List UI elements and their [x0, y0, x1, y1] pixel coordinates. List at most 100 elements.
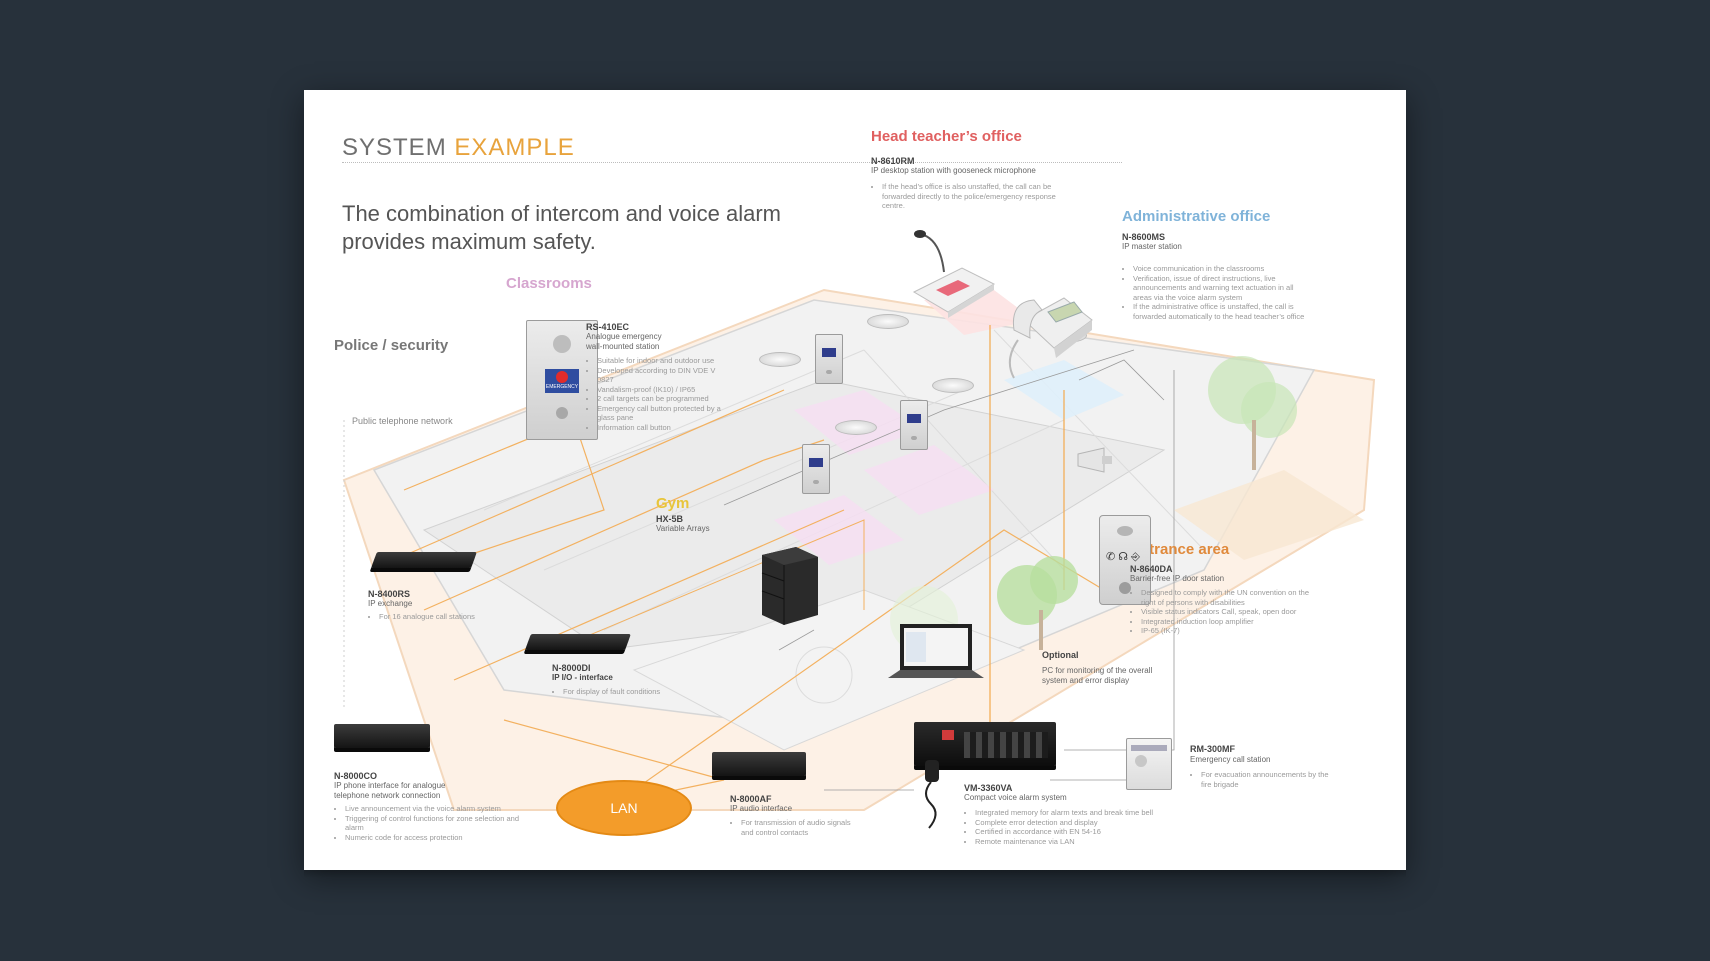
bullet: For 16 analogue call stations: [379, 612, 529, 622]
bullet: Triggering of control functions for zone…: [345, 814, 525, 833]
ceiling-speaker-icon: [835, 420, 877, 435]
n8600ms-bullets: Voice communication in the classrooms Ve…: [1122, 264, 1309, 321]
horn-speaker-icon: [1077, 447, 1112, 473]
n8000di-bullets: For display of fault conditions: [552, 687, 713, 697]
n8640da-name: N-8640DA: [1130, 564, 1173, 574]
door-status-icons: ✆ ☊ ⎆: [1106, 551, 1140, 563]
ceiling-speaker-icon: [759, 352, 801, 367]
bullet: Visible status indicators Call, speak, o…: [1141, 607, 1311, 617]
bullet: Certified in accordance with EN 54-16: [975, 827, 1175, 837]
area-gym: Gym: [656, 495, 690, 512]
n8640da-bullets: Designed to comply with the UN conventio…: [1130, 588, 1311, 636]
page-title: SYSTEM EXAMPLE: [342, 134, 575, 162]
bullet: Information call button: [597, 423, 733, 433]
bullet: Complete error detection and display: [975, 818, 1175, 828]
label-strip: [1131, 745, 1167, 751]
bullet: For evacuation announcements by the fire…: [1201, 770, 1331, 789]
bullet: Voice communication in the classrooms: [1133, 264, 1309, 274]
classroom-station: [802, 444, 830, 494]
n8000di-unit: [525, 634, 631, 650]
n8000af-unit: [712, 752, 806, 776]
bullet: Emergency call button protected by a gla…: [597, 404, 733, 423]
speaker-grille-icon: [553, 335, 571, 353]
rm300mf-bullets: For evacuation announcements by the fire…: [1190, 770, 1331, 789]
bullet: 2 call targets can be programmed: [597, 394, 733, 404]
speaker-grille-icon: [1135, 755, 1147, 767]
emergency-button-icon: [556, 371, 568, 383]
area-head-teacher: Head teacher’s office: [871, 128, 1022, 145]
ceiling-speaker-icon: [932, 378, 974, 393]
n8600ms-name: N-8600MS: [1122, 232, 1166, 242]
optional-name: Optional: [1042, 650, 1079, 660]
optional-desc: PC for monitoring of the overall system …: [1042, 666, 1153, 685]
line-array-speaker-icon: [761, 547, 818, 625]
bullet: Designed to comply with the UN conventio…: [1141, 588, 1311, 607]
vm3360va-name: VM-3360VA: [964, 783, 1013, 793]
bullet: Verification, issue of direct instructio…: [1133, 274, 1309, 303]
bullet: Numeric code for access protection: [345, 833, 525, 843]
n8610rm-bullets: If the head’s office is also unstaffed, …: [871, 182, 1072, 211]
microphone-icon: [925, 760, 939, 829]
hx5b-name: HX-5B: [656, 514, 684, 524]
emergency-button-panel: EMERGENCY: [545, 369, 579, 393]
bullet: For display of fault conditions: [563, 687, 713, 697]
n8000co-name: N-8000CO: [334, 771, 378, 781]
n8000af-name: N-8000AF: [730, 794, 772, 804]
n8400rs-name: N-8400RS: [368, 589, 411, 599]
bullet: Live announcement via the voice alarm sy…: [345, 804, 525, 814]
bullet: Remote maintenance via LAN: [975, 837, 1175, 847]
vm3360va-bullets: Integrated memory for alarm texts and br…: [964, 808, 1175, 846]
pc-monitor-icon: [888, 624, 984, 678]
area-administrative: Administrative office: [1122, 208, 1271, 225]
n8000co-desc: IP phone interface for analogue telephon…: [334, 781, 446, 800]
rm300mf-station: [1126, 738, 1172, 790]
bullet: Integrated induction loop amplifier: [1141, 617, 1311, 627]
rm300mf-desc: Emergency call station: [1190, 755, 1271, 764]
public-network-label: Public telephone network: [352, 416, 453, 426]
zone-controls: [964, 732, 1048, 758]
info-button-icon: [556, 407, 568, 419]
rs410ec-station: EMERGENCY: [526, 320, 598, 440]
n8000af-bullets: For transmission of audio signals and co…: [730, 818, 856, 837]
vm3360va-unit: [914, 722, 1056, 766]
n8610rm-name: N-8610RM: [871, 156, 915, 166]
n8610rm-desc: IP desktop station with gooseneck microp…: [871, 166, 1036, 175]
rm300mf-name: RM-300MF: [1190, 744, 1236, 754]
rs410ec-name: RS-410EC: [586, 322, 630, 332]
desk-station-icon: [912, 230, 996, 318]
bullet: Vandalism-proof (IK10) / IP65: [597, 385, 733, 395]
speaker-grille-icon: [1117, 526, 1133, 536]
classroom-station: [900, 400, 928, 450]
bullet: If the head’s office is also unstaffed, …: [882, 182, 1072, 211]
emergency-label: EMERGENCY: [545, 384, 579, 390]
n8640da-desc: Barrier-free IP door station: [1130, 574, 1225, 583]
bullet: Developed according to DIN VDE V 0827: [597, 366, 733, 385]
rs410ec-desc: Analogue emergency wall-mounted station: [586, 332, 662, 351]
master-station-icon: [1008, 297, 1093, 379]
status-indicator: [942, 730, 954, 740]
call-button-icon: [1119, 582, 1131, 594]
title-part-2: EXAMPLE: [454, 134, 575, 161]
n8000co-bullets: Live announcement via the voice alarm sy…: [334, 804, 525, 842]
bullet: If the administrative office is unstaffe…: [1133, 302, 1309, 321]
n8000af-desc: IP audio interface: [730, 804, 793, 813]
rs410ec-bullets: Suitable for indoor and outdoor use Deve…: [586, 356, 733, 432]
bullet: IP-65 (IK-7): [1141, 626, 1311, 636]
hx5b-desc: Variable Arrays: [656, 524, 710, 533]
n8000di-desc: IP I/O - interface: [552, 673, 613, 682]
title-divider: [342, 162, 1122, 163]
n8400rs-unit: [371, 552, 477, 568]
n8400rs-bullets: For 16 analogue call stations: [368, 612, 529, 622]
n8600ms-desc: IP master station: [1122, 242, 1182, 251]
lan-network: LAN: [556, 780, 692, 836]
title-part-1: SYSTEM: [342, 134, 447, 161]
area-entrance: Entrance area: [1130, 541, 1230, 558]
bullet: Integrated memory for alarm texts and br…: [975, 808, 1175, 818]
area-police: Police / security: [334, 337, 449, 354]
door-station: ✆ ☊ ⎆: [1099, 515, 1151, 605]
vm3360va-desc: Compact voice alarm system: [964, 793, 1067, 802]
headline: The combination of intercom and voice al…: [342, 201, 781, 254]
n8000di-name: N-8000DI: [552, 663, 591, 673]
brochure-page: SYSTEM EXAMPLE The combination of interc…: [304, 90, 1406, 870]
ceiling-speaker-icon: [867, 314, 909, 329]
